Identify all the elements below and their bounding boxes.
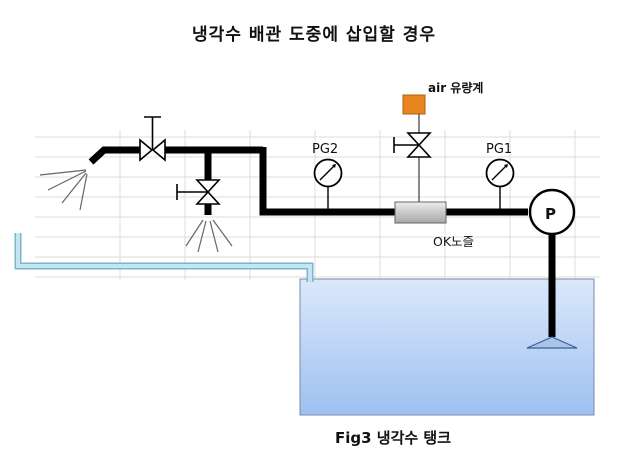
figure-caption: Fig3 냉각수 탱크 [335, 429, 451, 447]
pressure-gauge-pg2 [313, 158, 343, 212]
pressure-gauge-pg1 [485, 158, 515, 212]
return-pipe [14, 233, 314, 282]
pg2-label: PG2 [312, 142, 338, 157]
pump-icon [528, 188, 576, 236]
air-flowmeter-label: air 유량계 [428, 80, 483, 95]
strainer-icon [526, 336, 578, 349]
ok-nozzle-label: OK노즐 [433, 234, 474, 249]
spray-icon [185, 219, 233, 253]
diagram-title: 냉각수 배관 도중에 삽입할 경우 [192, 25, 436, 45]
ok-nozzle [394, 201, 447, 224]
valve-icon [393, 132, 432, 158]
valve-icon [139, 116, 166, 162]
main-piping [88, 146, 556, 337]
flowmeter-icon [402, 94, 426, 115]
valve-icon [176, 179, 221, 205]
pump-label: P [545, 205, 556, 223]
spray-icon [39, 169, 88, 211]
pg1-label: PG1 [486, 142, 512, 157]
